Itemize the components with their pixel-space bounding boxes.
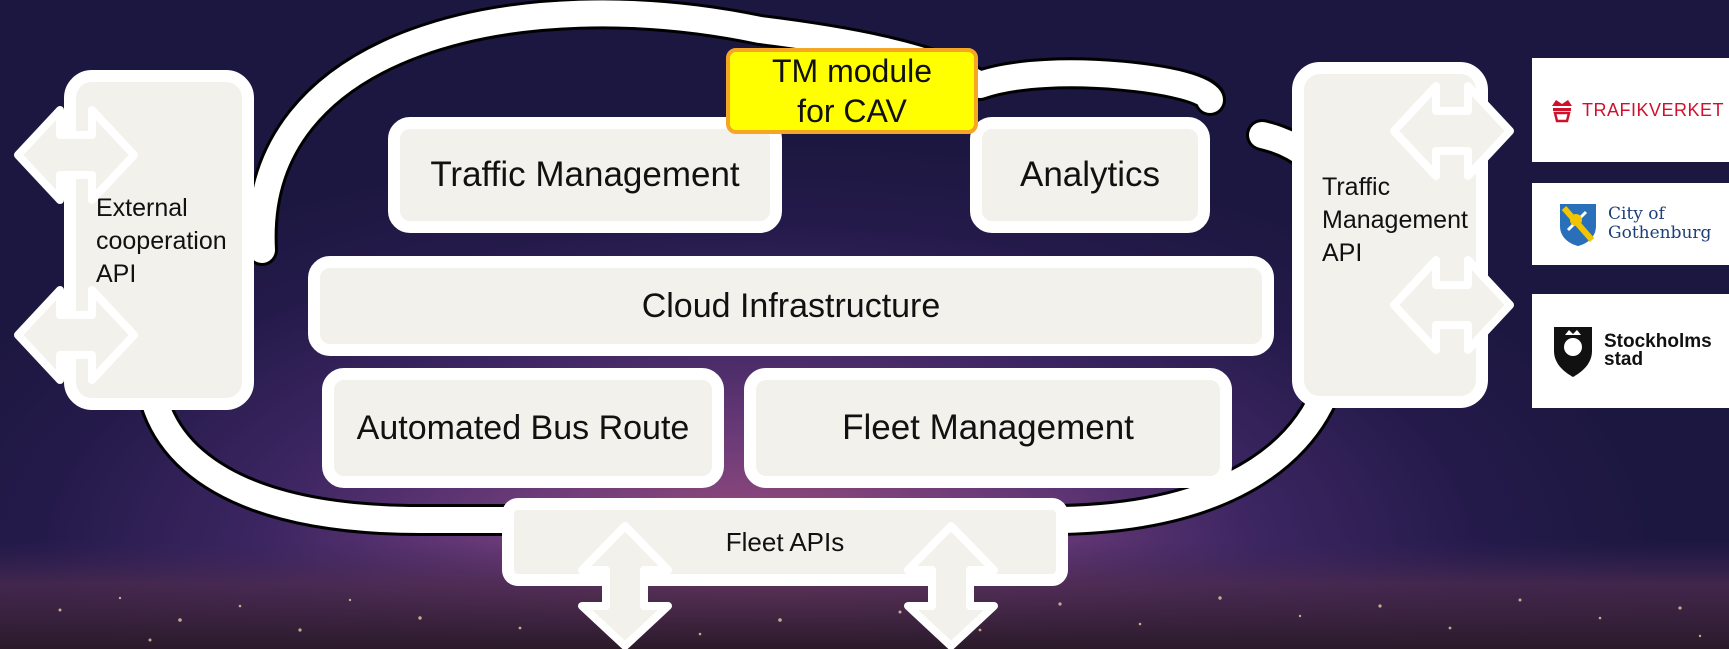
- trafikverket-text: TRAFIKVERKET: [1582, 99, 1725, 120]
- gothenburg-text: City of Gothenburg: [1608, 205, 1711, 243]
- gothenburg-logo: City of Gothenburg: [1532, 183, 1729, 265]
- tm-module-line1: TM module: [771, 53, 933, 89]
- stockholm-line2: stad: [1604, 349, 1644, 370]
- tm-module-for-cav-box: TM module for CAV: [726, 48, 978, 134]
- down-arrow-right: [904, 522, 998, 649]
- automated-bus-route-box: Automated Bus Route: [322, 368, 724, 488]
- cloud-infrastructure-label: Cloud Infrastructure: [641, 286, 941, 325]
- city-lights: [58, 596, 1702, 642]
- traffic-api-line3: API: [1322, 239, 1363, 267]
- tm-module-line2: for CAV: [797, 93, 907, 129]
- traffic-api-line1: Traffic: [1322, 173, 1391, 201]
- stockholm-text: Stockholms stad: [1604, 331, 1712, 370]
- cloud-infrastructure-box: Cloud Infrastructure: [308, 256, 1274, 356]
- traffic-management-api-label: Traffic Management API: [1322, 171, 1482, 270]
- trafikverket-logo: TRAFIKVERKET: [1532, 58, 1729, 162]
- external-label-line1: External: [96, 194, 188, 222]
- gothenburg-line1: City of: [1608, 204, 1665, 224]
- gothenburg-lion-shield-icon: [1560, 204, 1596, 246]
- analytics-box: Analytics: [970, 117, 1210, 233]
- stockholm-shield-icon: [1554, 327, 1592, 377]
- down-arrow-left: [578, 522, 672, 649]
- automated-bus-route-label: Automated Bus Route: [356, 408, 690, 447]
- fleet-management-box: Fleet Management: [744, 368, 1232, 488]
- traffic-management-box: Traffic Management: [388, 117, 782, 233]
- stockholm-line1: Stockholms: [1604, 331, 1712, 352]
- analytics-label: Analytics: [1019, 155, 1161, 194]
- stockholm-logo: Stockholms stad: [1532, 294, 1729, 408]
- external-label-line3: API: [96, 260, 137, 288]
- left-arrow-top: [14, 106, 138, 204]
- external-cooperation-api-label: External cooperation API: [96, 192, 246, 291]
- left-arrow-bottom: [14, 286, 138, 384]
- traffic-api-line2: Management: [1322, 206, 1468, 234]
- trafikverket-crown-icon: [1552, 100, 1572, 123]
- right-arrow-bottom: [1390, 256, 1514, 354]
- page-title: [0, 0, 1, 1]
- fleet-management-label: Fleet Management: [842, 408, 1134, 447]
- traffic-management-label: Traffic Management: [430, 155, 740, 194]
- fleet-apis-label: Fleet APIs: [725, 526, 845, 557]
- gothenburg-line2: Gothenburg: [1608, 223, 1712, 243]
- right-arrow-top: [1390, 82, 1514, 180]
- external-label-line2: cooperation: [96, 227, 227, 255]
